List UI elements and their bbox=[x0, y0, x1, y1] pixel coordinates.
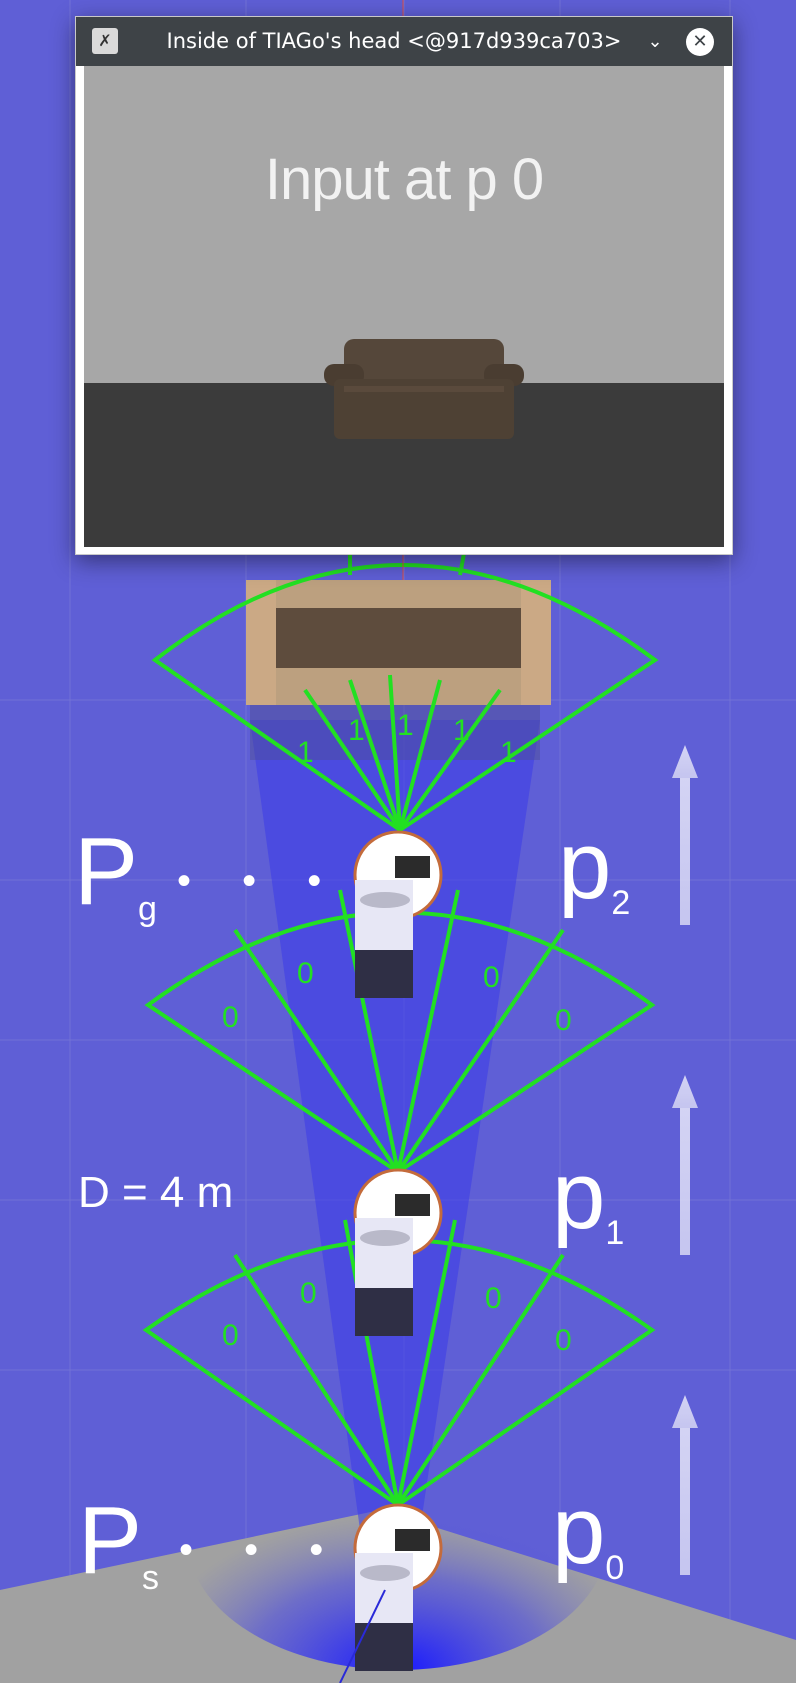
fov-value: 1 bbox=[348, 714, 365, 747]
sofa-front-view bbox=[324, 339, 524, 439]
fov-value: 1 bbox=[297, 736, 314, 769]
close-button[interactable]: ✕ bbox=[686, 28, 714, 56]
window-title: Inside of TIAGo's head <@917d939ca703> bbox=[166, 29, 622, 53]
fov-value: 0 bbox=[555, 1004, 572, 1037]
robot-p1 bbox=[353, 1168, 443, 1336]
robot-p2 bbox=[353, 830, 443, 998]
progress-arrows bbox=[672, 745, 698, 1575]
wall bbox=[84, 66, 724, 383]
fov-value: 0 bbox=[222, 1001, 239, 1034]
fov-value: 1 bbox=[500, 736, 517, 769]
camera-overlay-text: Input at p 0 bbox=[264, 147, 544, 212]
sofa-top-view bbox=[246, 580, 551, 760]
pose-label-p2: p2 bbox=[558, 812, 631, 923]
fov-p1 bbox=[144, 889, 656, 1175]
camera-window[interactable]: ✗ Inside of TIAGo's head <@917d939ca703>… bbox=[75, 16, 733, 555]
window-titlebar[interactable]: ✗ Inside of TIAGo's head <@917d939ca703>… bbox=[76, 17, 732, 66]
fov-values: 1 1 1 1 1 0 0 0 0 0 0 0 0 bbox=[222, 709, 572, 1357]
close-icon: ✕ bbox=[692, 31, 708, 52]
pose-label-p0: p0 bbox=[552, 1477, 625, 1588]
chevron-down-icon[interactable]: ⌄ bbox=[647, 31, 663, 52]
start-pose-label: Ps• • • bbox=[78, 1487, 344, 1598]
fov-value: 0 bbox=[483, 961, 500, 994]
fov-value: 1 bbox=[397, 709, 414, 742]
goal-pose-label: Pg• • • bbox=[74, 818, 342, 929]
fov-value: 0 bbox=[555, 1324, 572, 1357]
pose-label-p1: p1 bbox=[552, 1142, 625, 1253]
robot-p0 bbox=[339, 1503, 443, 1683]
fov-value: 0 bbox=[300, 1277, 317, 1310]
fov-value: 0 bbox=[222, 1319, 239, 1352]
distance-label: D = 4 m bbox=[78, 1168, 234, 1217]
camera-view: Input at p 0 bbox=[84, 66, 724, 547]
fov-value: 1 bbox=[453, 714, 470, 747]
x11-app-icon: ✗ bbox=[92, 28, 118, 54]
fov-value: 0 bbox=[485, 1282, 502, 1315]
fov-value: 0 bbox=[297, 957, 314, 990]
